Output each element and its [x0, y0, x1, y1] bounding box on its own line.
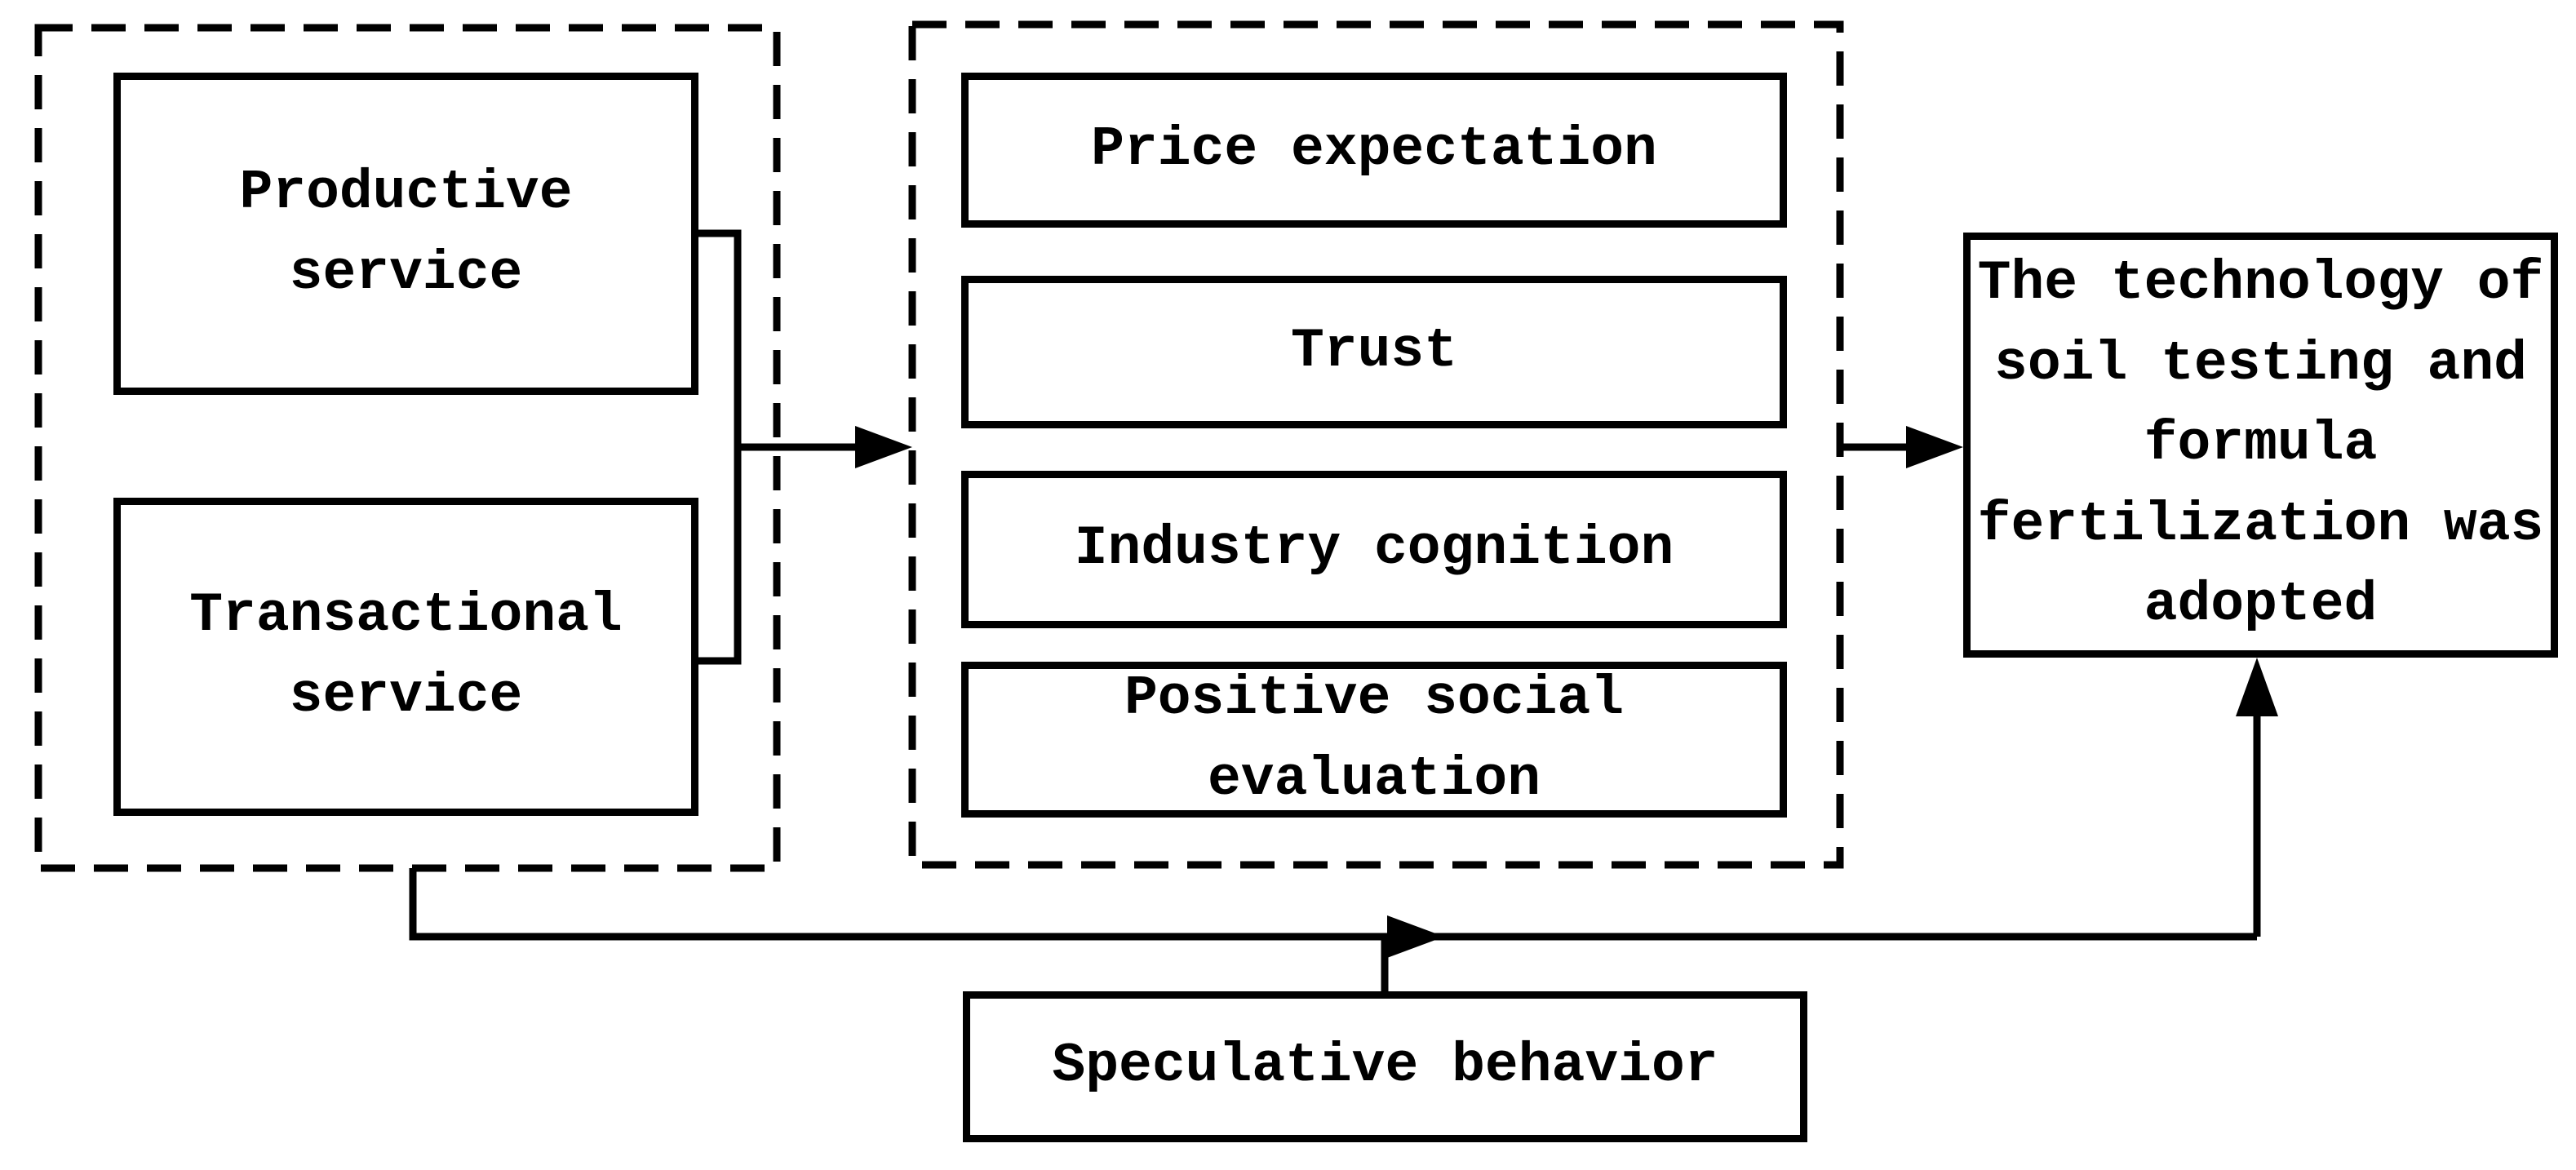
speculative-behavior-box: Speculative behavior	[963, 991, 1807, 1142]
mediators-to-outcome-arrowhead-icon	[1906, 426, 1963, 468]
speculative-behavior-label: Speculative behavior	[1052, 1035, 1718, 1098]
industry-cognition-box: Industry cognition	[961, 471, 1787, 628]
outcome-label: The technology of soil testing and formu…	[1977, 252, 2544, 637]
price-expectation-label: Price expectation	[1091, 117, 1657, 181]
outcome-box: The technology of soil testing and formu…	[1963, 233, 2558, 658]
speculative-path-arrowhead-icon	[1387, 915, 1444, 958]
speculative-to-outcome-arrowhead-icon	[2236, 658, 2278, 716]
services-group-dashed-border	[34, 24, 781, 872]
trust-label: Trust	[1290, 320, 1458, 383]
productive-service-box: Productive service	[113, 73, 698, 395]
transactional-service-label: Transactional service	[189, 584, 623, 728]
positive-social-evaluation-label: Positive social evaluation	[1124, 667, 1625, 811]
industry-cognition-label: Industry cognition	[1074, 517, 1674, 581]
transactional-service-box: Transactional service	[113, 498, 698, 816]
price-expectation-box: Price expectation	[961, 73, 1787, 228]
productive-service-label: Productive service	[239, 161, 573, 305]
positive-social-evaluation-box: Positive social evaluation	[961, 662, 1787, 818]
services-to-speculative-elbow-line	[409, 868, 2257, 941]
services-to-mediators-arrowhead-icon	[855, 426, 912, 468]
services-bracket-line	[698, 229, 742, 665]
trust-box: Trust	[961, 276, 1787, 428]
